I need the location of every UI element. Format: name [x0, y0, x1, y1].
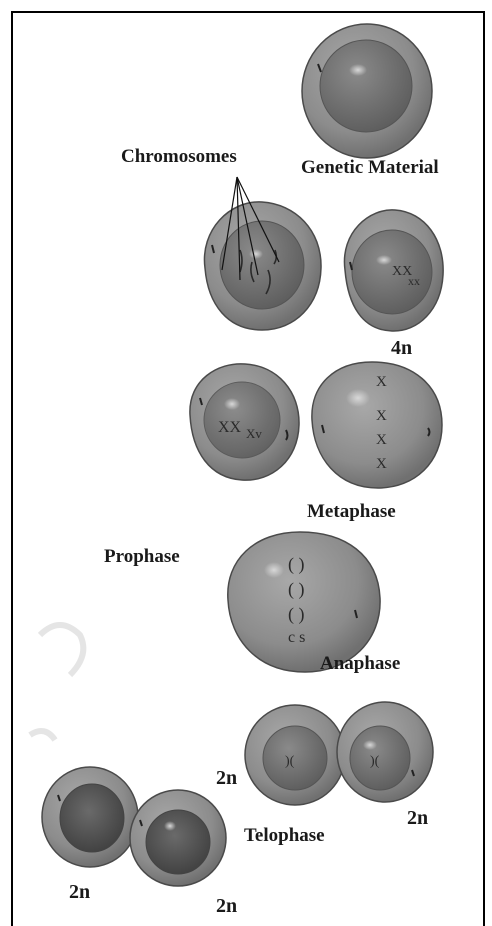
- anaphase-cell: ( ) ( ) ( ) c s: [228, 532, 380, 672]
- svg-text:Xv: Xv: [246, 426, 262, 441]
- svg-text:X: X: [376, 374, 387, 390]
- svg-text:)(: )(: [370, 754, 380, 769]
- svg-text:( ): ( ): [288, 554, 305, 575]
- label-metaphase: Metaphase: [307, 502, 396, 521]
- daughter-cells: [42, 767, 226, 886]
- watermark-marks: [30, 625, 83, 740]
- label-2n-telophase-left: 2n: [216, 768, 237, 788]
- svg-text:X: X: [376, 456, 387, 472]
- svg-text:( ): ( ): [288, 604, 305, 625]
- label-genetic-material: Genetic Material: [301, 158, 439, 177]
- svg-text:xx: xx: [408, 274, 420, 288]
- label-chromosomes: Chromosomes: [121, 147, 237, 166]
- svg-text:)(: )(: [285, 754, 295, 769]
- label-2n-daughter-left: 2n: [69, 882, 90, 902]
- svg-text:X: X: [376, 432, 387, 448]
- svg-text:XX: XX: [218, 419, 242, 436]
- label-telophase: Telophase: [244, 826, 325, 845]
- label-2n-telophase-right: 2n: [407, 808, 428, 828]
- svg-text:( ): ( ): [288, 579, 305, 600]
- label-anaphase: Anaphase: [320, 654, 400, 673]
- label-prophase: Prophase: [104, 547, 180, 566]
- telophase-cells: )( )(: [245, 702, 433, 805]
- label-2n-daughter-right: 2n: [216, 896, 237, 916]
- prophase-cell-early: [204, 202, 321, 330]
- interphase-cell: [302, 24, 432, 158]
- prometaphase-cell: XX Xv: [190, 364, 299, 480]
- metaphase-cell: X X X X: [312, 362, 442, 488]
- svg-text:X: X: [376, 408, 387, 424]
- svg-text:c s: c s: [288, 629, 305, 646]
- prophase-cell-late: XX xx: [344, 210, 443, 331]
- label-4n: 4n: [391, 338, 412, 358]
